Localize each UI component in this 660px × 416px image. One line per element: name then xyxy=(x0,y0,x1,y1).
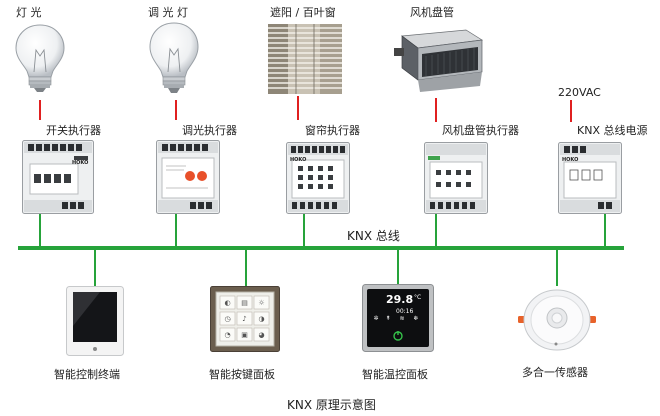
label-button-panel: 智能按键面板 xyxy=(209,368,275,381)
label-blinds: 遮阳 / 百叶窗 xyxy=(270,6,336,19)
bus-drop-switch xyxy=(39,214,41,248)
svg-text:◕: ◕ xyxy=(258,331,264,339)
wire-dimmer-lamp xyxy=(175,100,177,120)
knx-power-supply-module xyxy=(558,142,622,214)
wire-fan-coil xyxy=(435,98,437,122)
svg-text:▤: ▤ xyxy=(241,299,248,307)
bus-drop-button-panel xyxy=(245,250,247,286)
svg-text:↟: ↟ xyxy=(385,315,390,322)
dimming-actuator-module xyxy=(156,140,220,214)
lightbulb-icon xyxy=(15,24,65,92)
knx-bus-label: KNX 总线 xyxy=(347,229,400,243)
bus-drop-curtain xyxy=(303,214,305,248)
bus-drop-dimming xyxy=(175,214,177,248)
label-thermostat: 智能温控面板 xyxy=(362,368,428,381)
brand-curtain: HOKO xyxy=(290,157,307,163)
label-curtain-actuator: 窗帘执行器 xyxy=(305,124,360,137)
smart-thermostat-panel: ✲ ↟ ≋ ❄ xyxy=(362,284,434,352)
svg-text:☼: ☼ xyxy=(258,299,264,307)
wire-power xyxy=(570,100,572,122)
knx-bus-line xyxy=(18,246,624,250)
curtain-actuator-module xyxy=(286,142,350,214)
wire-blinds xyxy=(297,96,299,120)
svg-text:≋: ≋ xyxy=(399,315,404,322)
label-power-input: 220VAC xyxy=(558,86,601,99)
smart-button-panel: ◐ ▤ ☼ ◷ ♪ ◑ ◔ ▣ ◕ xyxy=(210,286,280,352)
svg-text:◷: ◷ xyxy=(224,315,231,323)
fan-coil-actuator-module xyxy=(424,142,488,214)
dimmable-lightbulb-icon xyxy=(149,22,199,93)
fan-coil-unit-image xyxy=(394,29,484,92)
svg-text:❄: ❄ xyxy=(413,315,418,322)
thermostat-secondary: 00:16 xyxy=(396,308,414,315)
thermostat-temperature: 29.8 xyxy=(386,293,414,306)
label-power-supply: KNX 总线电源 xyxy=(577,124,648,137)
label-fan-coil-actuator: 风机盘管执行器 xyxy=(442,124,519,137)
diagram-caption: KNX 原理示意图 xyxy=(287,398,376,412)
svg-text:♪: ♪ xyxy=(242,315,246,323)
svg-text:▣: ▣ xyxy=(241,331,248,339)
bus-drop-fan-coil xyxy=(435,214,437,248)
thermostat-unit: °C xyxy=(414,294,422,301)
bus-drop-thermostat xyxy=(397,250,399,286)
svg-text:◐: ◐ xyxy=(224,299,230,307)
venetian-blinds-image xyxy=(268,24,342,94)
svg-text:◔: ◔ xyxy=(224,331,230,339)
svg-text:✲: ✲ xyxy=(373,315,378,322)
bus-drop-power xyxy=(604,214,606,248)
bus-drop-terminal xyxy=(94,250,96,286)
brand-switch: HOKO xyxy=(72,160,89,166)
label-sensor: 多合一传感器 xyxy=(522,366,588,379)
multi-sensor-device xyxy=(518,289,596,351)
svg-text:◑: ◑ xyxy=(258,315,264,323)
wire-lamp xyxy=(39,100,41,120)
smart-control-terminal-panel xyxy=(66,286,124,356)
switch-actuator-module xyxy=(22,140,94,214)
label-switch-actuator: 开关执行器 xyxy=(46,124,101,137)
brand-power-supply: HOKO xyxy=(562,157,579,163)
label-smart-terminal: 智能控制终端 xyxy=(54,368,120,381)
label-dimming-actuator: 调光执行器 xyxy=(182,124,237,137)
label-lamp: 灯 光 xyxy=(16,6,42,19)
label-dimmer-lamp: 调 光 灯 xyxy=(148,6,188,19)
bus-drop-sensor xyxy=(556,250,558,286)
label-fan-coil: 风机盘管 xyxy=(410,6,454,19)
